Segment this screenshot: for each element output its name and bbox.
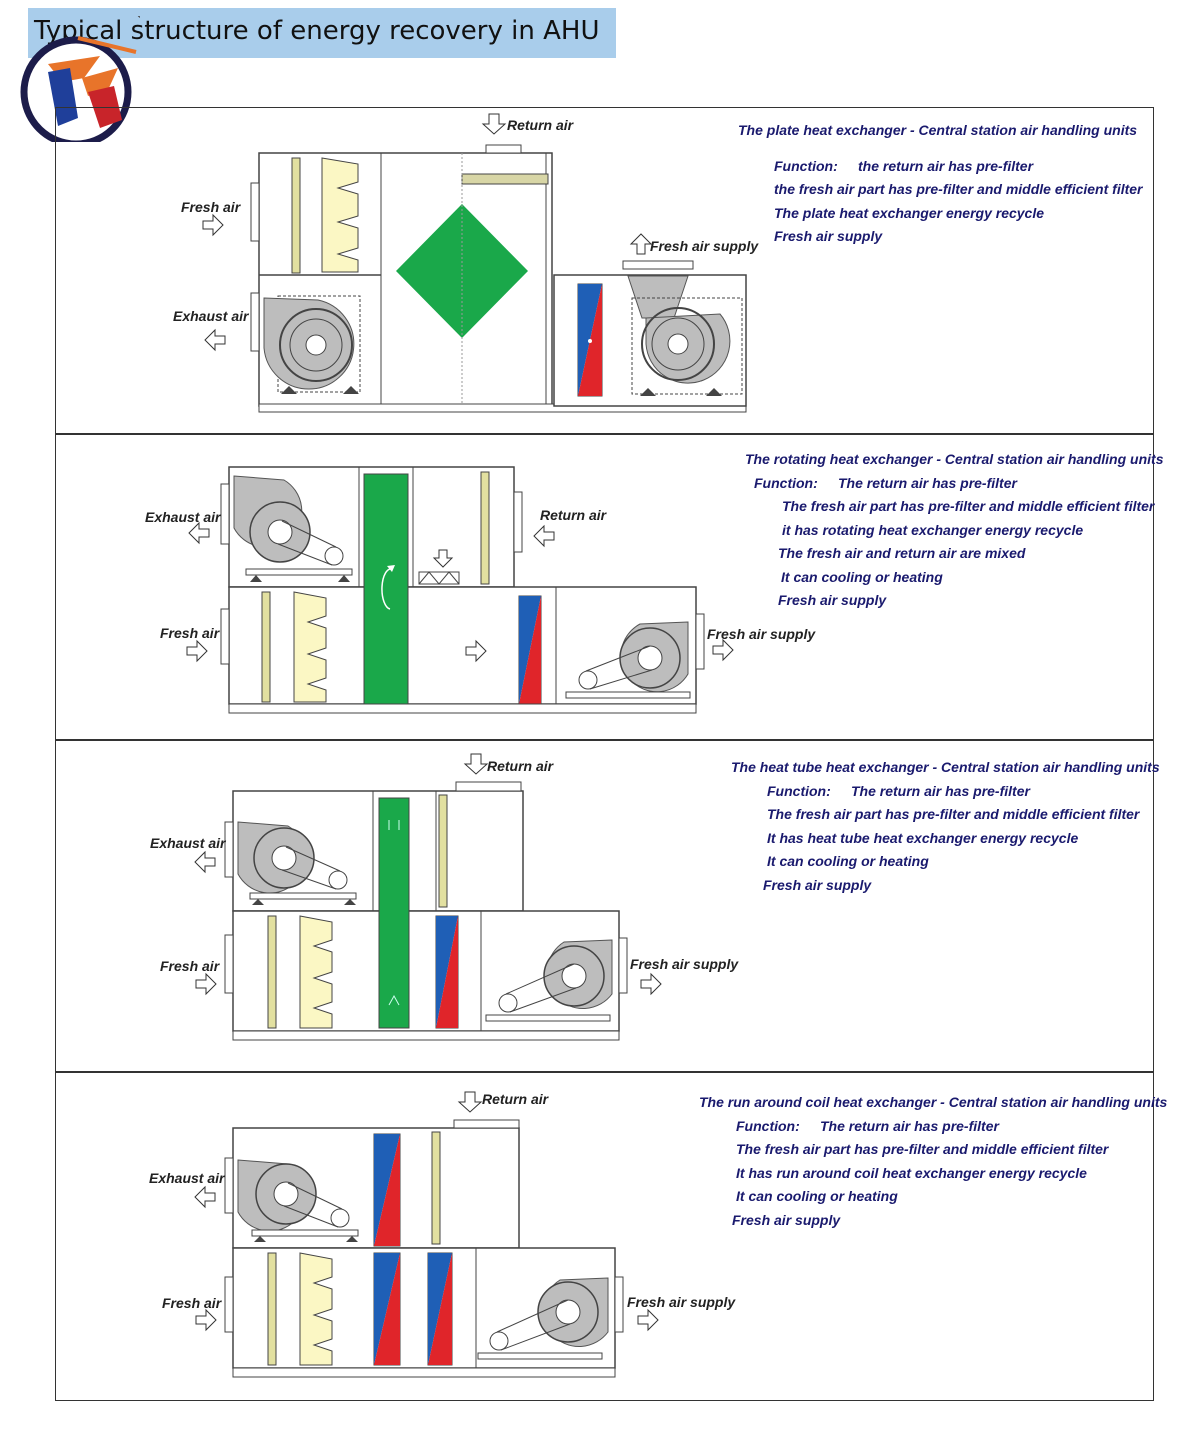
- description-line: It can cooling or heating: [781, 568, 943, 585]
- bag-filter-icon: [299, 915, 333, 1029]
- plate-diagram: Return air Fresh air Exhaust air Fresh a…: [173, 113, 759, 413]
- heat-tube-icon: [378, 797, 410, 1029]
- description-line: It has heat tube heat exchanger energy r…: [767, 829, 1079, 846]
- label-return-air: Return air: [540, 507, 608, 523]
- pre-filter-icon: [267, 915, 277, 1029]
- function-label: Function:: [774, 157, 838, 174]
- description-line: It can cooling or heating: [736, 1188, 898, 1204]
- function-label: Function:: [736, 1117, 800, 1134]
- exhaust-fan-icon: [237, 1159, 359, 1242]
- description-line: The fresh air part has pre-filter and mi…: [736, 1141, 1109, 1157]
- label-exhaust-air: Exhaust air: [149, 1170, 226, 1186]
- label-fresh-air: Fresh air: [162, 1295, 223, 1311]
- supply-fan-icon: [477, 1277, 609, 1360]
- pre-filter-icon: [480, 471, 490, 585]
- arrow-left-icon: [194, 1185, 216, 1209]
- supply-fan-icon: [622, 260, 743, 396]
- label-return-air: Return air: [482, 1091, 550, 1107]
- rotating-wheel-icon: [363, 473, 409, 705]
- arrow-down-icon: [463, 753, 489, 775]
- arrow-right-icon: [186, 639, 208, 663]
- arrow-right-icon: [202, 213, 224, 237]
- description-line: The fresh air and return air are mixed: [778, 545, 1026, 561]
- section-run-around-coil-heat-exchanger: Return air Exhaust air Fresh air Fresh a…: [55, 1071, 1167, 1401]
- bag-filter-icon: [293, 591, 327, 703]
- description-heading: The rotating heat exchanger - Central st…: [745, 451, 1164, 467]
- label-return-air: Return air: [507, 117, 575, 133]
- arrow-left-icon: [533, 524, 555, 548]
- arrow-right-icon: [640, 972, 662, 996]
- label-exhaust-air: Exhaust air: [145, 509, 222, 525]
- description-line: Fresh air supply: [774, 228, 883, 244]
- label-fresh-air: Fresh air: [181, 199, 242, 215]
- description-line: The fresh air part has pre-filter and mi…: [767, 806, 1140, 822]
- label-fresh-air-supply: Fresh air supply: [707, 626, 816, 642]
- label-fresh-air-supply: Fresh air supply: [627, 1294, 736, 1310]
- description-heading: The plate heat exchanger - Central stati…: [738, 122, 1138, 138]
- function-label: Function:: [767, 782, 831, 799]
- pre-filter-icon: [261, 591, 271, 703]
- arrow-right-icon: [712, 638, 734, 662]
- supply-fan-icon: [565, 621, 691, 699]
- section-rotating-heat-exchanger: Exhaust air Return air Fresh air Fresh a…: [55, 433, 1164, 741]
- arrow-right-icon: [195, 972, 217, 996]
- label-exhaust-air: Exhaust air: [150, 835, 227, 851]
- description-line: it has rotating heat exchanger energy re…: [782, 521, 1084, 538]
- exhaust-fan-icon: [237, 821, 357, 905]
- description-line: the return air has pre-filter: [858, 157, 1034, 174]
- description-line: The return air has pre-filter: [820, 1117, 999, 1134]
- section-plate-heat-exchanger: Return air Fresh air Exhaust air Fresh a…: [55, 107, 1154, 435]
- arrow-down-icon: [457, 1091, 483, 1113]
- supply-fan-icon: [485, 939, 613, 1022]
- description-line: Fresh air supply: [778, 592, 887, 608]
- pre-filter-icon: [267, 1252, 277, 1366]
- description-heading: The run around coil heat exchanger - Cen…: [699, 1094, 1168, 1110]
- arrow-left-icon: [194, 850, 216, 874]
- rotating-diagram: Exhaust air Return air Fresh air Fresh a…: [145, 466, 816, 714]
- label-exhaust-air: Exhaust air: [173, 308, 250, 324]
- label-return-air: Return air: [487, 758, 555, 774]
- bag-filter-icon: [299, 1252, 333, 1366]
- arrow-right-icon: [465, 639, 487, 663]
- description: The run around coil heat exchanger - Cen…: [699, 1091, 1167, 1232]
- description-line: The plate heat exchanger energy recycle: [774, 204, 1045, 221]
- heat-tube-diagram: Return air Exhaust air Fresh air Fresh a…: [150, 753, 739, 1041]
- description: The rotating heat exchanger - Central st…: [745, 448, 1164, 613]
- run-around-coil-diagram: Return air Exhaust air Fresh air Fresh a…: [149, 1091, 736, 1378]
- page-title: Typical structure of energy recovery in …: [34, 16, 600, 46]
- arrow-right-icon: [637, 1308, 659, 1332]
- description-line: It can cooling or heating: [767, 853, 929, 869]
- description-line: Fresh air supply: [732, 1211, 841, 1228]
- description-line: The fresh air part has pre-filter and mi…: [782, 498, 1155, 514]
- description-line: The return air has pre-filter: [838, 474, 1017, 491]
- arrow-left-icon: [204, 328, 226, 352]
- description-line: Fresh air supply: [763, 876, 872, 893]
- description-line: the fresh air part has pre-filter and mi…: [774, 181, 1143, 197]
- arrow-left-icon: [188, 521, 210, 545]
- exhaust-fan-icon: [263, 295, 361, 394]
- description: The plate heat exchanger - Central stati…: [738, 119, 1143, 249]
- pre-filter-icon: [291, 157, 301, 274]
- arrow-down-icon: [481, 113, 507, 135]
- label-fresh-air-supply: Fresh air supply: [630, 956, 739, 972]
- arrow-right-icon: [195, 1308, 217, 1332]
- description-line: It has run around coil heat exchanger en…: [736, 1164, 1087, 1181]
- label-fresh-air-supply: Fresh air supply: [650, 238, 759, 254]
- arrow-down-icon: [432, 549, 454, 568]
- description-heading: The heat tube heat exchanger - Central s…: [731, 759, 1160, 775]
- exhaust-fan-icon: [233, 475, 353, 582]
- description-line: The return air has pre-filter: [851, 782, 1030, 799]
- function-label: Function:: [754, 474, 818, 491]
- section-heat-tube-heat-exchanger: Return air Exhaust air Fresh air Fresh a…: [55, 739, 1160, 1073]
- label-fresh-air: Fresh air: [160, 958, 221, 974]
- pre-filter-icon: [431, 1131, 441, 1245]
- pre-filter-icon: [438, 794, 448, 908]
- arrow-up-icon: [629, 233, 653, 255]
- bag-filter-icon: [321, 157, 359, 273]
- label-fresh-air: Fresh air: [160, 625, 221, 641]
- description: The heat tube heat exchanger - Central s…: [731, 756, 1160, 897]
